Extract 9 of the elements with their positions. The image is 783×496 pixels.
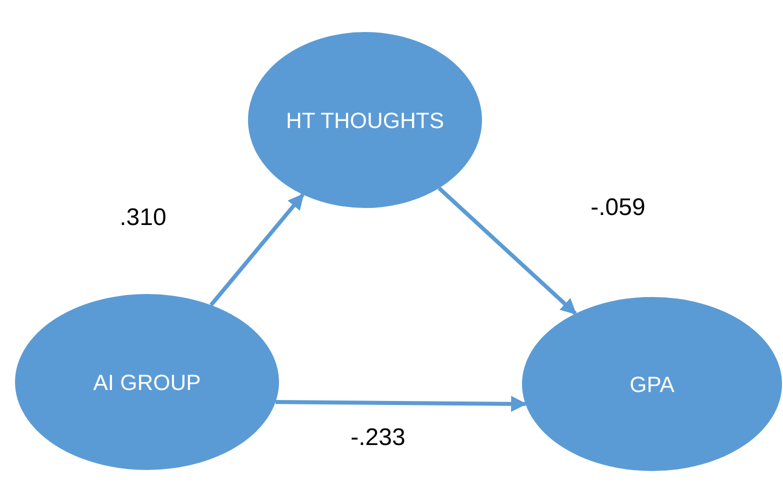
edge-label: -.059 [590, 196, 646, 220]
arrow [438, 186, 577, 316]
node-label: AI GROUP [93, 368, 201, 396]
edge-label: .310 [120, 206, 166, 230]
node-label: GPA [630, 370, 674, 398]
arrow [210, 193, 304, 306]
arrow [276, 396, 528, 412]
node-label: HT THOUGHTS [286, 106, 444, 134]
edge-label: -.233 [350, 426, 406, 450]
